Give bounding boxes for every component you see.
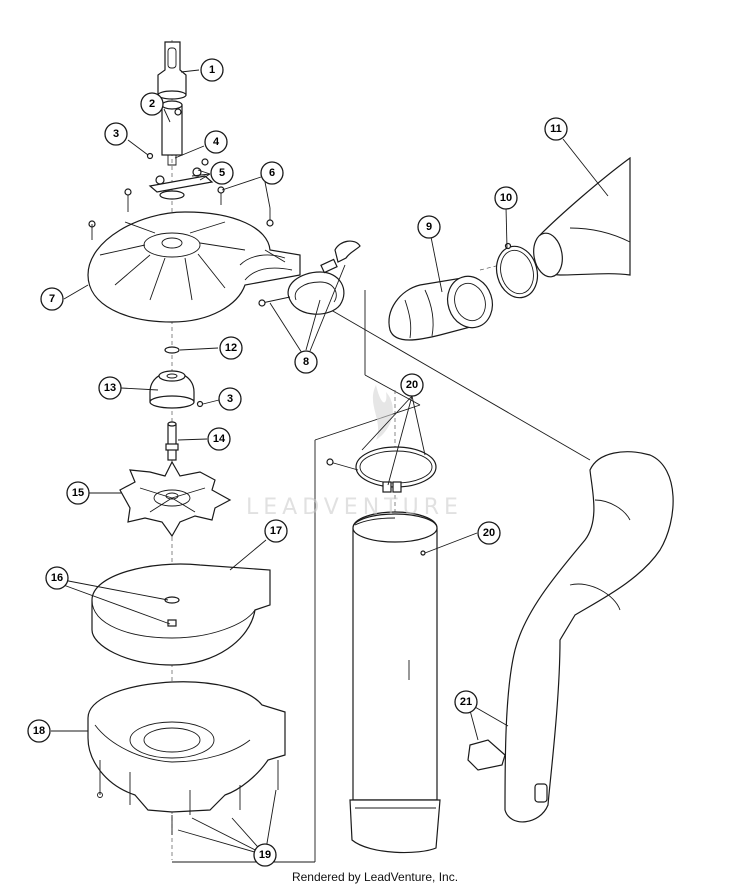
svg-text:19: 19 xyxy=(259,849,271,861)
lower-blower-housing xyxy=(87,681,286,835)
svg-text:3: 3 xyxy=(227,393,233,405)
svg-text:12: 12 xyxy=(225,342,237,354)
svg-text:15: 15 xyxy=(72,487,84,499)
svg-text:2: 2 xyxy=(149,98,155,110)
flex-hose xyxy=(533,156,631,278)
callout-7: 7 xyxy=(40,287,64,311)
svg-text:1: 1 xyxy=(209,64,215,76)
callout-15: 15 xyxy=(66,481,90,505)
callout-2: 2 xyxy=(140,92,164,116)
svg-text:3: 3 xyxy=(113,128,119,140)
clamp-assembly xyxy=(258,240,361,315)
svg-text:8: 8 xyxy=(303,356,309,368)
svg-text:9: 9 xyxy=(426,221,432,233)
curved-nozzle xyxy=(467,451,674,823)
callout-8: 8 xyxy=(294,350,318,374)
svg-text:21: 21 xyxy=(460,696,472,708)
handle-knob xyxy=(157,41,187,100)
callout-16: 16 xyxy=(45,566,69,590)
svg-text:6: 6 xyxy=(269,167,275,179)
svg-text:20: 20 xyxy=(406,379,418,391)
callout-20-top: 20 xyxy=(400,373,424,397)
svg-text:20: 20 xyxy=(483,527,495,539)
tube-clamp xyxy=(326,446,437,493)
svg-text:LEADVENTURE: LEADVENTURE xyxy=(246,495,463,520)
callouts: 1 2 3 4 5 6 7 8 9 10 11 12 3 13 14 15 16… xyxy=(27,58,568,867)
callout-17: 17 xyxy=(264,519,288,543)
callout-13: 13 xyxy=(98,376,122,400)
callout-6: 6 xyxy=(260,161,284,185)
svg-text:11: 11 xyxy=(550,123,562,135)
callout-9: 9 xyxy=(417,215,441,239)
footer-credit: Rendered by LeadVenture, Inc. xyxy=(291,870,459,884)
svg-text:13: 13 xyxy=(104,382,116,394)
svg-text:7: 7 xyxy=(49,293,55,305)
callout-18: 18 xyxy=(27,719,51,743)
callout-20-tube: 20 xyxy=(477,521,501,545)
callout-12: 12 xyxy=(219,336,243,360)
svg-text:16: 16 xyxy=(51,572,63,584)
housing-liner xyxy=(91,563,271,666)
callout-5: 5 xyxy=(210,161,234,185)
callout-10: 10 xyxy=(494,186,518,210)
upper-blower-housing xyxy=(87,211,301,323)
callout-3b: 3 xyxy=(218,387,242,411)
blower-tube xyxy=(349,511,441,854)
svg-text:17: 17 xyxy=(270,525,282,537)
svg-text:10: 10 xyxy=(500,192,512,204)
callout-21: 21 xyxy=(454,690,478,714)
callout-1: 1 xyxy=(200,58,224,82)
callout-4: 4 xyxy=(204,130,228,154)
ring-clamp xyxy=(495,242,539,299)
svg-text:5: 5 xyxy=(219,167,225,179)
hub-stack xyxy=(149,346,204,461)
callout-14: 14 xyxy=(207,427,231,451)
callout-3: 3 xyxy=(104,122,128,146)
svg-text:18: 18 xyxy=(33,725,45,737)
impeller xyxy=(119,460,232,538)
leadventure-watermark: LEADVENTURE xyxy=(246,385,463,520)
callout-11: 11 xyxy=(544,117,568,141)
shaft-tube xyxy=(146,100,183,166)
callout-leaders xyxy=(51,69,609,856)
svg-text:14: 14 xyxy=(213,433,226,445)
callout-19: 19 xyxy=(253,843,277,867)
svg-text:4: 4 xyxy=(213,136,220,148)
discharge-elbow xyxy=(388,275,494,341)
